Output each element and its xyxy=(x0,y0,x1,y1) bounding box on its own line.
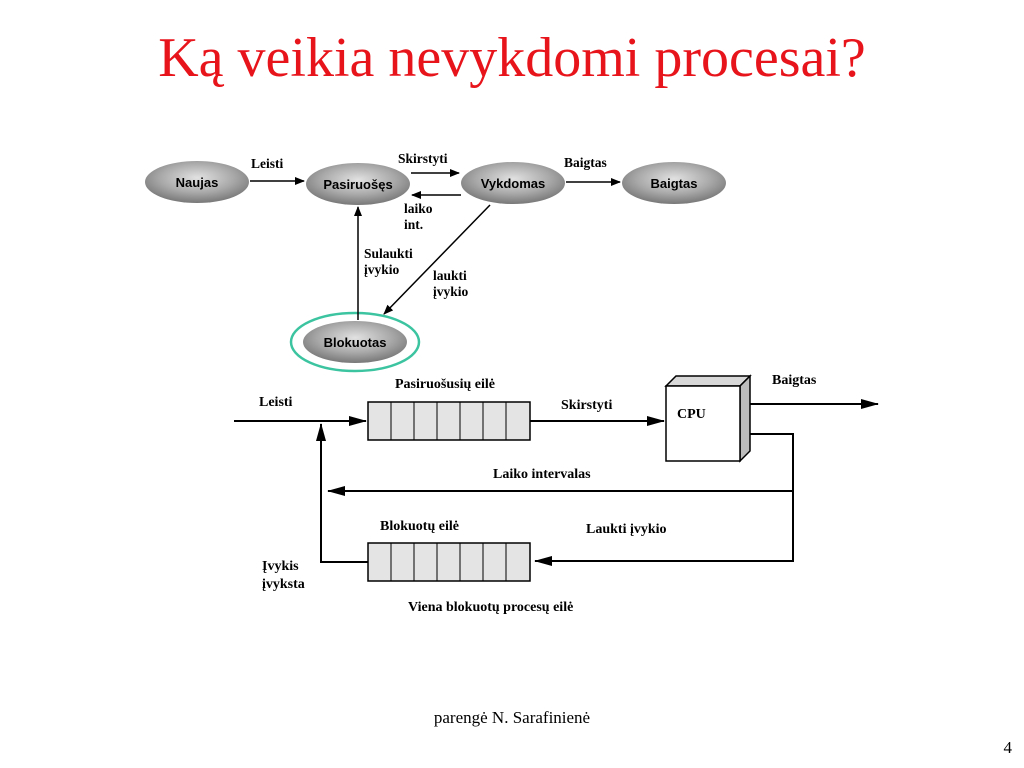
diagram-canvas: Naujas Pasiruošęs Vykdomas Baigtas Bloku… xyxy=(145,151,879,615)
node-ready-label: Pasiruošęs xyxy=(323,177,392,192)
slide-title: Ką veikia nevykdomi procesai? xyxy=(158,27,866,89)
node-done: Baigtas xyxy=(622,162,726,204)
highlight-ring xyxy=(289,311,421,373)
node-running-label: Vykdomas xyxy=(481,176,546,191)
admit-label: Leisti xyxy=(259,395,293,410)
timeout-label: Laiko intervalas xyxy=(493,467,591,482)
event-wait-path xyxy=(534,491,794,566)
queue-diagram: Leisti Pasiruošusių eilė Skirstyti CPU B… xyxy=(234,373,879,615)
ready-queue-label: Pasiruošusių eilė xyxy=(395,377,495,392)
edge-event-wait-label-2: įvykio xyxy=(433,284,469,299)
event-occurs-path xyxy=(316,423,368,563)
edge-event-wait-label-1: laukti xyxy=(433,268,467,283)
timeout-loop xyxy=(327,433,794,496)
node-blocked: Blokuotas xyxy=(289,311,421,373)
node-running: Vykdomas xyxy=(461,162,565,204)
node-done-label: Baigtas xyxy=(651,176,698,191)
node-ready: Pasiruošęs xyxy=(306,163,410,205)
state-diagram: Naujas Pasiruošęs Vykdomas Baigtas Bloku… xyxy=(145,151,726,373)
edge-event-wait xyxy=(383,204,491,315)
edge-event-occurs-label-2: įvykio xyxy=(364,262,400,277)
cpu-label: CPU xyxy=(677,407,706,422)
event-occurs-label-1: Įvykis xyxy=(262,559,299,574)
edge-event-occurs-label-1: Sulaukti xyxy=(364,246,413,261)
footer-author: parengė N. Sarafinienė xyxy=(433,708,591,727)
ready-queue xyxy=(367,401,531,441)
edge-admit-label: Leisti xyxy=(251,156,283,171)
node-blocked-label: Blokuotas xyxy=(324,335,387,350)
blocked-queue-caption: Viena blokuotų procesų eilė xyxy=(408,600,573,615)
node-new: Naujas xyxy=(145,161,249,203)
blocked-queue-label: Blokuotų eilė xyxy=(380,519,459,534)
edge-timeout-label-1: laiko xyxy=(404,201,433,216)
node-new-label: Naujas xyxy=(176,175,219,190)
dispatch-label: Skirstyti xyxy=(561,398,612,413)
blocked-queue xyxy=(367,542,531,582)
event-occurs-label-2: įvyksta xyxy=(262,577,305,592)
page-number: 4 xyxy=(1003,738,1013,757)
edge-dispatch-label: Skirstyti xyxy=(398,151,448,166)
edge-timeout-label-2: int. xyxy=(404,217,423,232)
event-wait-label: Laukti įvykio xyxy=(586,522,667,537)
release-label: Baigtas xyxy=(772,373,817,388)
edge-exit-label: Baigtas xyxy=(564,155,607,170)
cpu-box xyxy=(664,374,752,463)
